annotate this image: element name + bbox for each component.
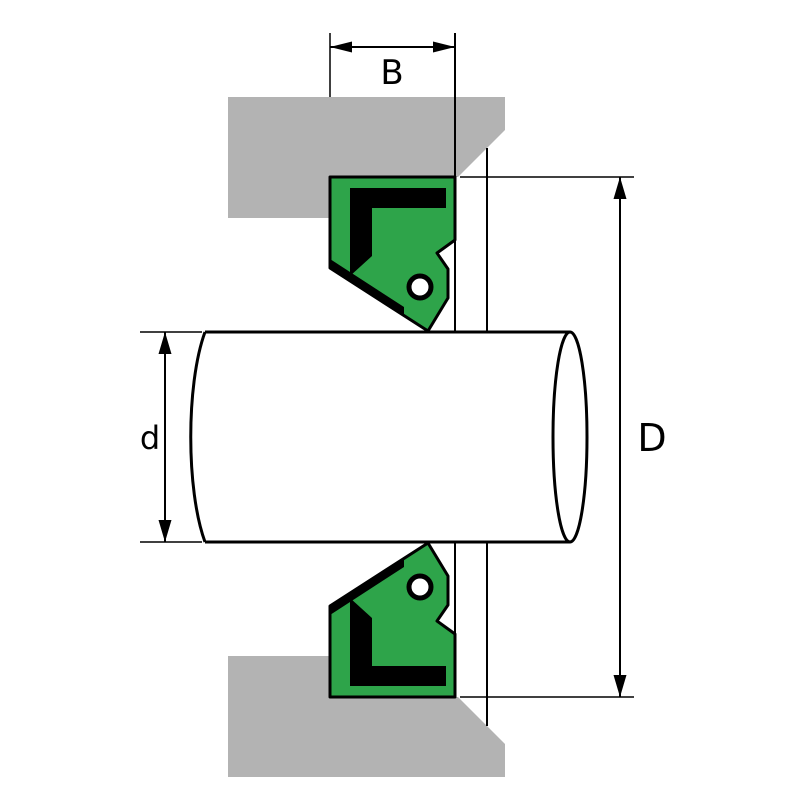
shaft-left-end-arc [189, 331, 207, 543]
dim-D-label: D [637, 416, 666, 460]
housing-upper [228, 97, 505, 218]
seal-upper-rubber-heel [330, 259, 404, 316]
dim-d-arrowhead-bottom-icon [158, 520, 172, 542]
dim-B-label: B [380, 53, 403, 93]
seal-lower-rubber-heel [330, 558, 404, 615]
dim-B-arrowhead-left-icon [330, 41, 352, 53]
seal-lower [328, 541, 457, 699]
seal-upper [328, 175, 457, 333]
dim-B: B [329, 33, 455, 97]
seal-upper-garter-spring [406, 273, 434, 301]
dim-D-arrowhead-bottom-icon [613, 675, 627, 697]
seal-upper-metal-case [350, 188, 446, 276]
housing-lower [228, 656, 505, 777]
shaft [189, 330, 589, 544]
dim-d-arrowhead-top-icon [158, 332, 172, 354]
dim-d-label: d [140, 419, 160, 457]
dim-D-arrowhead-top-icon [613, 177, 627, 199]
shaft-right-end-ellipse [551, 330, 589, 544]
dim-D: D [613, 177, 667, 697]
seal-lower-metal-case [350, 598, 446, 686]
seal-lower-garter-spring [406, 573, 434, 601]
shaft-body [206, 333, 570, 541]
dim-B-arrowhead-right-icon [433, 41, 455, 53]
dim-d: d [140, 331, 202, 543]
